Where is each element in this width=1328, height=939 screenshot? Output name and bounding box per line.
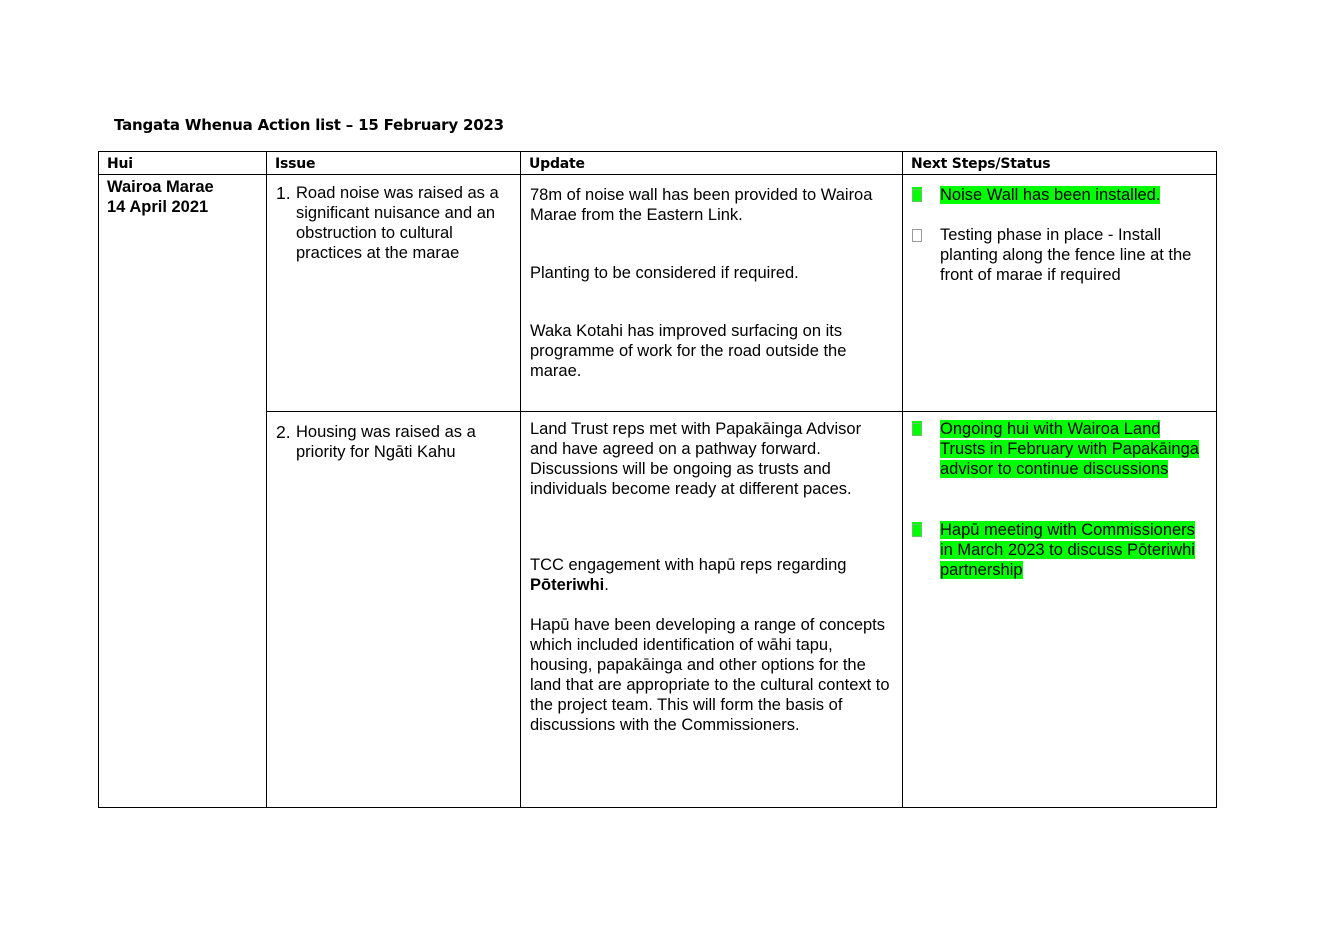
poteriwhi-bold: Pōteriwhi bbox=[530, 576, 605, 594]
update-text: 78m of noise wall has been provided to W… bbox=[530, 186, 873, 224]
table-header-row: Hui Issue Update Next Steps/Status bbox=[98, 151, 1217, 175]
checkbox-icon bbox=[912, 419, 940, 436]
issue-number: 2. bbox=[276, 422, 291, 442]
list-item: Noise Wall has been installed. bbox=[912, 185, 1207, 205]
header-next-steps: Next Steps/Status bbox=[902, 151, 1217, 175]
table-row: Wairoa Marae 14 April 2021 1. Road noise… bbox=[98, 174, 1217, 808]
document-title: Tangata Whenua Action list – 15 February… bbox=[114, 116, 504, 134]
checkbox-icon bbox=[912, 225, 940, 242]
update-text: Waka Kotahi has improved surfacing on it… bbox=[530, 322, 847, 380]
update-text: Hapū have been developing a range of con… bbox=[530, 616, 890, 734]
header-issue: Issue bbox=[266, 151, 521, 175]
next-steps-cell: Noise Wall has been installed. Testing p… bbox=[902, 174, 1217, 412]
issue-number: 1. bbox=[276, 183, 291, 203]
action-list-table: Hui Issue Update Next Steps/Status Wairo… bbox=[98, 151, 1217, 808]
next-steps-cell: Ongoing hui with Wairoa Land Trusts in F… bbox=[902, 411, 1217, 808]
header-update: Update bbox=[520, 151, 903, 175]
checkbox-icon bbox=[912, 520, 940, 537]
issue-cell: 2. Housing was raised as a priority for … bbox=[266, 411, 521, 808]
table-row: 2. Housing was raised as a priority for … bbox=[99, 411, 1217, 808]
update-text: Land Trust reps met with Papakāinga Advi… bbox=[530, 420, 862, 498]
hui-cell: Wairoa Marae 14 April 2021 bbox=[98, 174, 267, 808]
issue-text: Housing was raised as a priority for Ngā… bbox=[296, 423, 476, 461]
list-item: Hapū meeting with Commissioners in March… bbox=[912, 520, 1207, 580]
hui-name: Wairoa Marae bbox=[107, 178, 214, 196]
update-text: Planting to be considered if required. bbox=[530, 264, 799, 282]
step-text: Testing phase in place - Install plantin… bbox=[940, 226, 1192, 284]
list-item: Testing phase in place - Install plantin… bbox=[912, 225, 1207, 285]
issue-text: Road noise was raised as a significant n… bbox=[296, 184, 499, 262]
update-text-part: TCC engagement with hapū reps regarding bbox=[530, 556, 847, 574]
step-text: Ongoing hui with Wairoa Land Trusts in F… bbox=[940, 420, 1199, 478]
update-text-part: . bbox=[604, 576, 609, 594]
header-hui: Hui bbox=[98, 151, 267, 175]
step-text: Noise Wall has been installed. bbox=[940, 186, 1161, 204]
update-text: TCC engagement with hapū reps regarding … bbox=[530, 555, 893, 595]
checkbox-icon bbox=[912, 185, 940, 202]
issue-cell: 1. Road noise was raised as a significan… bbox=[266, 174, 521, 412]
update-cell: 78m of noise wall has been provided to W… bbox=[520, 174, 903, 412]
hui-date: 14 April 2021 bbox=[107, 198, 209, 216]
list-item: Ongoing hui with Wairoa Land Trusts in F… bbox=[912, 419, 1207, 479]
step-text: Hapū meeting with Commissioners in March… bbox=[940, 521, 1195, 579]
update-cell: Land Trust reps met with Papakāinga Advi… bbox=[520, 411, 903, 808]
